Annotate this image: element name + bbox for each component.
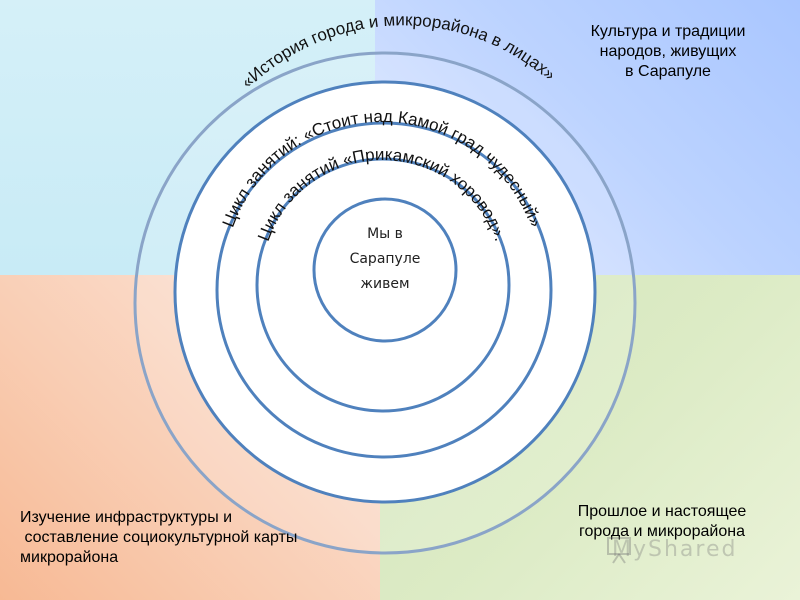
center-circle — [312, 197, 458, 343]
watermark-text: MyShared — [612, 537, 738, 562]
presentation-board-icon — [607, 537, 631, 564]
quadrant-label-bottom-left: Изучение инфраструктуры и составление со… — [20, 509, 298, 566]
quadrant-label-bottom-right: Прошлое и настоящее города и микрорайона — [577, 503, 747, 540]
quadrant-label-top-right: Культура и традиции народов, живущих в С… — [590, 23, 746, 80]
center-label: Мы в Сарапуле живем — [349, 226, 421, 292]
